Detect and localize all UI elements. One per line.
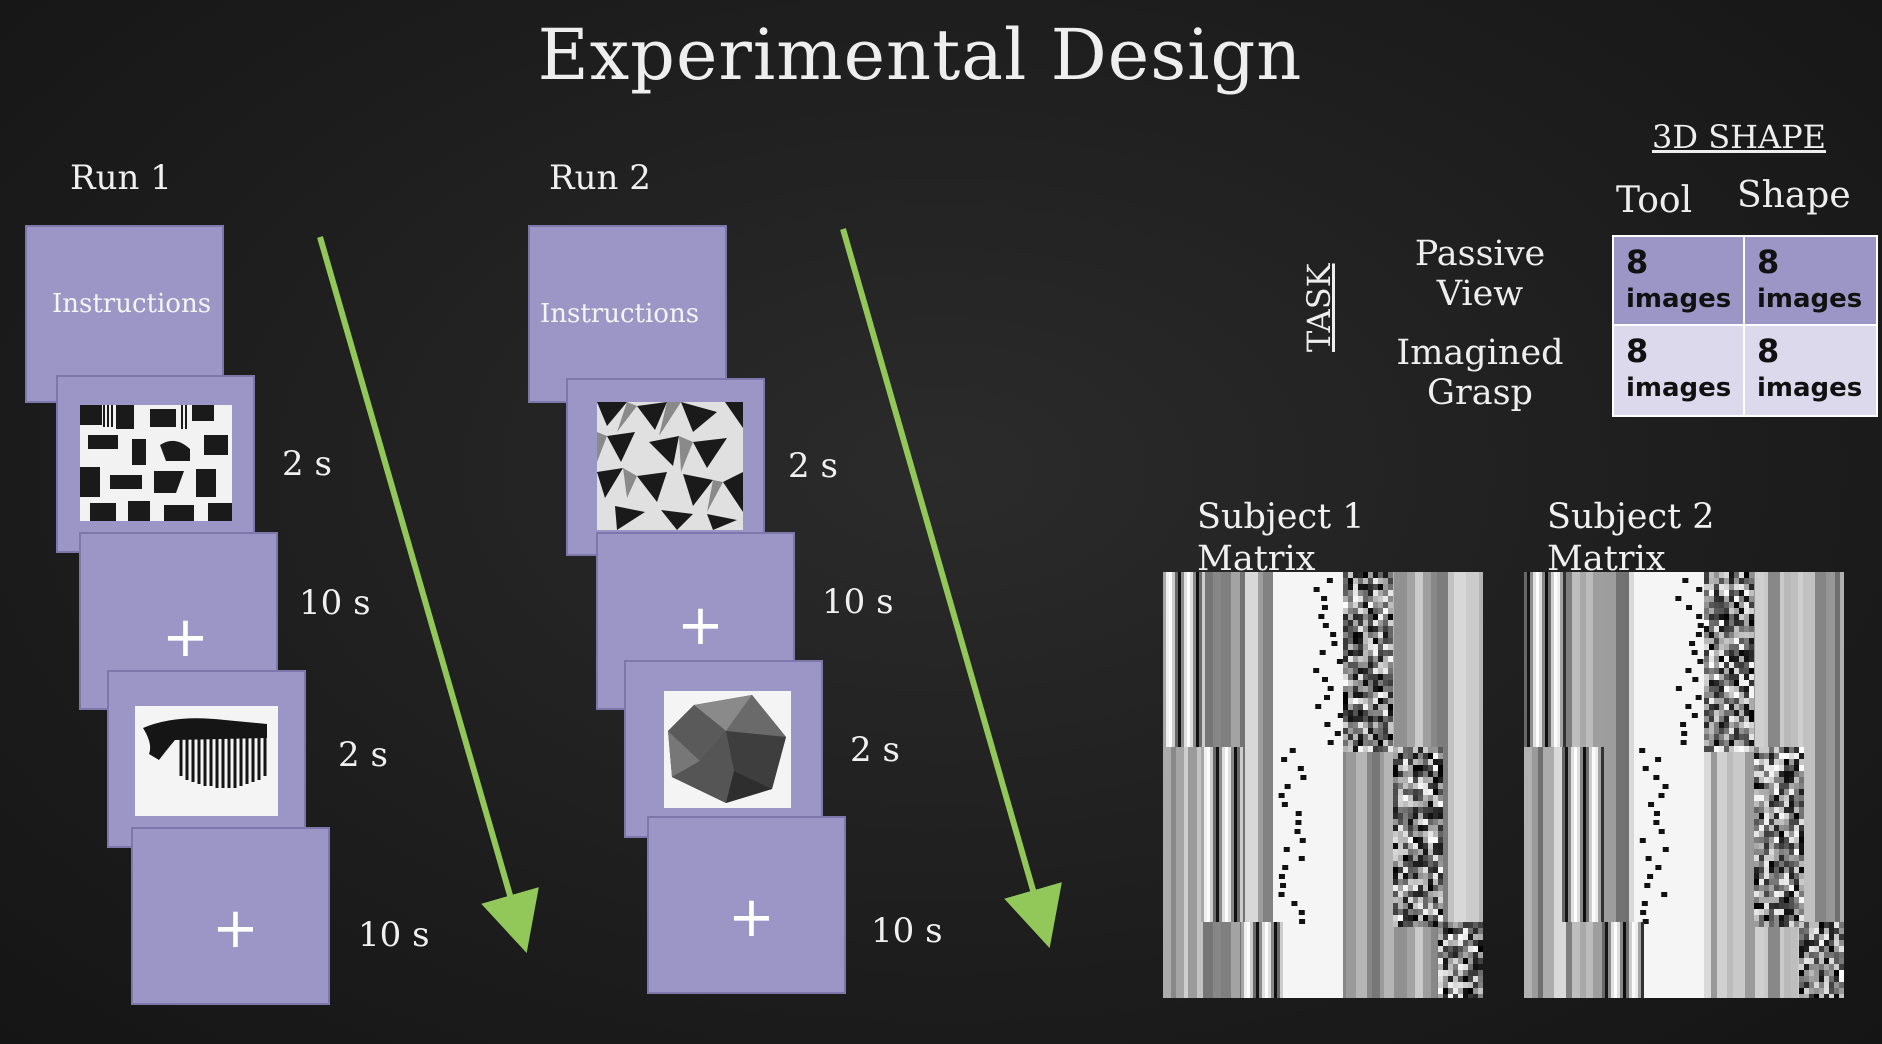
- run1-duration-2: 10 s: [299, 583, 371, 623]
- run1-instructions-text: Instructions: [52, 289, 212, 319]
- matrix-label-line: Subject 1: [1197, 497, 1365, 537]
- cell-count: 8: [1757, 243, 1780, 281]
- run1-tool-card: [107, 670, 306, 848]
- factor-task: TASK: [1300, 263, 1338, 352]
- run1-label: Run 1: [70, 158, 172, 198]
- column-header-tool: Tool: [1616, 180, 1693, 221]
- row-label-passive-view: Passive View: [1390, 234, 1570, 314]
- fixation-cross: +: [728, 885, 775, 950]
- run1-scrambled-card: [56, 375, 255, 553]
- subject2-matrix-label: Subject 2 Matrix: [1547, 496, 1715, 580]
- row-label-line: Imagined: [1396, 333, 1564, 373]
- scrambled-shape-image: [597, 402, 743, 530]
- factor-3d-shape: 3D SHAPE: [1652, 118, 1827, 156]
- run2-duration-2: 10 s: [822, 582, 894, 622]
- run2-duration-3: 2 s: [850, 730, 900, 770]
- run2-instructions-text: Instructions: [540, 299, 700, 329]
- cell-unit: images: [1626, 373, 1732, 403]
- cell-grasp-tool: 8 images: [1612, 324, 1745, 417]
- cell-grasp-shape: 8 images: [1743, 324, 1878, 417]
- cell-unit: images: [1757, 373, 1863, 403]
- run2-fixation-card-2: +: [647, 816, 846, 994]
- run1-instructions-card: Instructions: [25, 225, 224, 403]
- slide-title: Experimental Design: [537, 14, 1303, 96]
- cell-count: 8: [1757, 332, 1780, 370]
- subject2-design-matrix: [1524, 572, 1844, 998]
- subject1-design-matrix: [1163, 572, 1483, 998]
- polyhedron-image: [664, 691, 791, 808]
- row-label-imagined-grasp: Imagined Grasp: [1390, 333, 1570, 413]
- run1-duration-3: 2 s: [338, 735, 388, 775]
- matrix-label-line: Subject 2: [1547, 497, 1715, 537]
- cell-passive-tool: 8 images: [1612, 235, 1745, 326]
- fixation-cross: +: [212, 896, 259, 961]
- cell-unit: images: [1757, 284, 1863, 314]
- subject1-matrix-label: Subject 1 Matrix: [1197, 496, 1365, 580]
- column-header-shape: Shape: [1737, 175, 1851, 216]
- row-label-line: Passive: [1414, 234, 1546, 274]
- run2-duration-4: 10 s: [871, 911, 943, 951]
- row-label-line: View: [1436, 274, 1524, 314]
- run2-shape-card: [624, 660, 823, 838]
- cell-count: 8: [1626, 332, 1649, 370]
- run2-instructions-card: Instructions: [528, 225, 727, 403]
- run2-label: Run 2: [549, 158, 651, 198]
- row-label-line: Grasp: [1427, 373, 1533, 413]
- run1-fixation-card-2: +: [131, 827, 330, 1005]
- cell-unit: images: [1626, 284, 1732, 314]
- scrambled-image: [80, 405, 232, 521]
- cell-count: 8: [1626, 243, 1649, 281]
- comb-image: [135, 706, 278, 816]
- fixation-cross: +: [162, 605, 209, 670]
- fixation-cross: +: [677, 593, 724, 658]
- design-grid: 8 images 8 images 8 images 8 images: [1612, 235, 1878, 417]
- run2-duration-1: 2 s: [788, 446, 838, 486]
- run1-duration-1: 2 s: [282, 444, 332, 484]
- run1-duration-4: 10 s: [358, 915, 430, 955]
- run2-scrambled-card: [566, 378, 765, 556]
- cell-passive-shape: 8 images: [1743, 235, 1878, 326]
